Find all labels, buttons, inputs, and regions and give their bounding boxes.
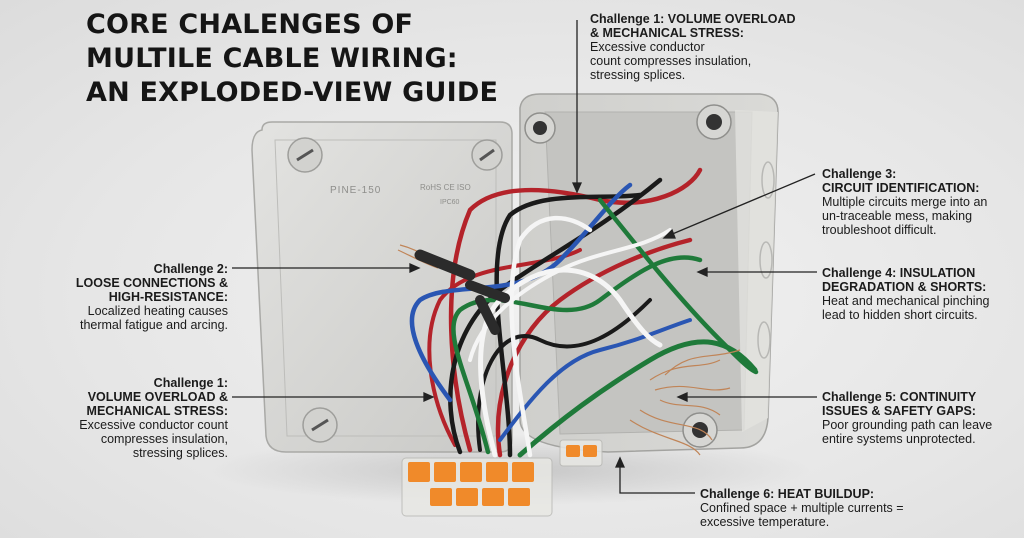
callout-heading: Challenge 1: xyxy=(153,376,228,390)
callout-body: entire systems unprotected. xyxy=(822,432,976,446)
title-line-2: MULTILE CABLE WIRING: xyxy=(86,43,458,74)
enclosure-lid: PINE-150 RoHS CE ISO IPC60 xyxy=(251,121,513,453)
enclosure-box xyxy=(519,93,779,453)
callout-heading: Challenge 4: INSULATION xyxy=(822,266,976,280)
wire-red-3 xyxy=(427,248,582,447)
taped-splice xyxy=(414,249,510,335)
lid-screw-bl xyxy=(302,407,338,443)
pointer-lines xyxy=(232,20,817,494)
pointer-c3 xyxy=(662,173,816,239)
callout-heading: Challenge 3: xyxy=(822,167,897,181)
pointer-c1-top xyxy=(571,20,583,194)
wire-black-2 xyxy=(494,192,643,458)
callout-body: Poor grounding path can leave xyxy=(822,418,993,432)
title-line-3: AN EXPLODED-VIEW GUIDE xyxy=(86,77,499,108)
lid-screw-tr xyxy=(471,139,503,171)
callout-challenge-1-left: Challenge 1: VOLUME OVERLOAD & MECHANICA… xyxy=(30,376,228,460)
callout-challenge-6: Challenge 6: HEAT BUILDUP: Confined spac… xyxy=(700,487,904,529)
lid-model-label: PINE-150 xyxy=(330,185,381,196)
callout-challenge-1-top: Challenge 1: VOLUME OVERLOAD & MECHANICA… xyxy=(590,12,796,82)
callout-heading: MECHANICAL STRESS: xyxy=(86,404,228,418)
callout-heading: CIRCUIT IDENTIFICATION: xyxy=(822,181,980,195)
callout-body: Confined space + multiple currents = xyxy=(700,501,904,515)
callout-body: lead to hidden short circuits. xyxy=(822,308,978,322)
callout-body: Multiple circuits merge into an xyxy=(822,195,988,209)
callout-body: count compresses insulation, xyxy=(590,54,752,68)
wire-white-2 xyxy=(509,215,593,458)
lever-connector-large xyxy=(401,457,553,517)
wire-red-2 xyxy=(495,237,693,458)
callout-heading: ISSUES & SAFETY GAPS: xyxy=(822,404,976,418)
wire-green-3 xyxy=(597,197,759,375)
box-knockouts xyxy=(757,161,775,359)
callout-body: un-traceable mess, making xyxy=(822,209,973,223)
pointer-c2 xyxy=(232,262,421,274)
wire-white-1 xyxy=(478,267,663,458)
callout-body: compresses insulation, xyxy=(100,432,228,446)
callout-heading: Challenge 2: xyxy=(153,262,228,276)
callout-heading: HIGH-RESISTANCE: xyxy=(108,290,228,304)
lever-connector-small xyxy=(559,439,603,467)
callout-body: excessive temperature. xyxy=(700,515,830,529)
box-screw-post-tr xyxy=(696,104,732,140)
lid-marks-label: RoHS CE ISO xyxy=(420,183,471,192)
pointer-c4 xyxy=(696,266,817,278)
title-line-1: CORE CHALENGES OF xyxy=(86,9,414,40)
callout-body: stressing splices. xyxy=(590,68,686,82)
wire-red-1 xyxy=(448,167,703,453)
callout-heading: & MECHANICAL STRESS: xyxy=(590,26,744,40)
callout-heading: LOOSE CONNECTIONS & xyxy=(75,276,228,290)
wire-green-1 xyxy=(451,255,703,455)
callout-body: thermal fatigue and arcing. xyxy=(79,318,228,332)
callout-body: troubleshoot difficult. xyxy=(822,223,937,237)
callout-body: Excessive conductor xyxy=(590,40,705,54)
callout-challenge-2: Challenge 2: LOOSE CONNECTIONS & HIGH-RE… xyxy=(30,262,228,332)
wire-blue-2 xyxy=(498,318,692,442)
lid-screw-tl xyxy=(287,137,323,173)
callout-heading: VOLUME OVERLOAD & xyxy=(87,390,228,404)
wire-bundle xyxy=(409,167,759,458)
page-title: CORE CHALENGES OF MULTILE CABLE WIRING: … xyxy=(86,8,498,110)
wire-white-3 xyxy=(468,228,672,362)
callout-challenge-5: Challenge 5: CONTINUITY ISSUES & SAFETY … xyxy=(822,390,992,446)
callout-body: Localized heating causes xyxy=(87,304,228,318)
callout-challenge-3: Challenge 3: CIRCUIT IDENTIFICATION: Mul… xyxy=(822,167,987,237)
callout-body: Heat and mechanical pinching xyxy=(822,294,990,308)
box-screw-post-tl xyxy=(524,112,556,144)
callout-heading: Challenge 5: CONTINUITY xyxy=(822,390,977,404)
pointer-c1-left xyxy=(232,391,435,403)
callout-body: Excessive conductor count xyxy=(79,418,228,432)
callout-heading: Challenge 1: VOLUME OVERLOAD xyxy=(590,12,796,26)
pointer-c5 xyxy=(676,391,817,403)
pointer-c6 xyxy=(614,456,695,494)
callout-body: stressing splices. xyxy=(132,446,228,460)
callout-heading: Challenge 6: HEAT BUILDUP: xyxy=(700,487,875,501)
lid-rating-label: IPC60 xyxy=(440,199,460,206)
callout-challenge-4: Challenge 4: INSULATION DEGRADATION & SH… xyxy=(822,266,989,322)
callout-heading: DEGRADATION & SHORTS: xyxy=(822,280,987,294)
